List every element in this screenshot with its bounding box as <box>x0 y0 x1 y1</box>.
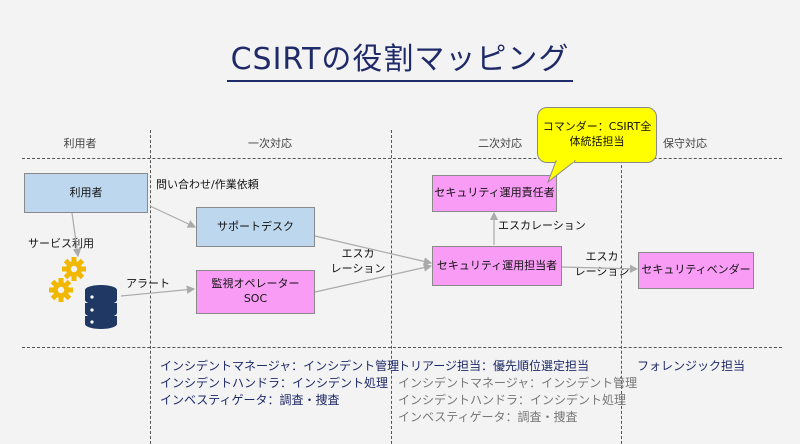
security-vendor-box: セキュリティベンダー <box>638 252 754 289</box>
column-divider-2 <box>391 130 392 444</box>
commander-callout: コマンダー：CSIRT全体統括担当 <box>537 107 657 163</box>
arrow-service-use <box>71 212 82 258</box>
security-vendor-label: セキュリティベンダー <box>641 263 751 277</box>
security-staff-box: セキュリティ運用担当者 <box>432 246 562 286</box>
gear-icon <box>49 257 86 302</box>
second-response-roles: トリアージ担当：優先順位選定担当 インシデントマネージャ：インシデント管理 イン… <box>398 358 637 426</box>
escalation-label-1-line1: エスカ <box>341 247 375 260</box>
user-box: 利用者 <box>24 173 148 213</box>
column-divider-3 <box>621 130 622 444</box>
column-header-maintenance: 保守対応 <box>663 137 707 150</box>
commander-callout-line1: コマンダー：CSIRT全 <box>542 120 652 134</box>
escalation-label-1-line2: レーション <box>330 261 386 275</box>
column-header-second: 二次対応 <box>478 137 522 150</box>
column-header-users: 利用者 <box>63 137 97 150</box>
header-divider <box>22 158 782 159</box>
commander-callout-line2: 体統括担当 <box>569 135 625 148</box>
role-investigator: インベスティゲータ：調査・捜査 <box>160 393 340 407</box>
support-desk-label: サポートデスク <box>217 219 294 233</box>
role-triage: トリアージ担当：優先順位選定担当 <box>398 359 590 373</box>
security-manager-box: セキュリティ運用責任者 <box>432 175 557 212</box>
column-header-first: 一次対応 <box>248 137 292 150</box>
roles-divider <box>22 347 782 348</box>
inquiry-label: 問い合わせ/作業依頼 <box>156 178 259 191</box>
alert-label: アラート <box>126 277 170 290</box>
security-manager-label: セキュリティ運用責任者 <box>434 186 555 200</box>
escalation-label-2-line1: エスカ <box>585 250 619 263</box>
support-desk-box: サポートデスク <box>196 207 315 247</box>
arrow-staff-to-vendor <box>561 264 639 274</box>
role-incident-handler: インシデントハンドラ：インシデント処理 <box>160 376 389 390</box>
soc-label: SOC <box>243 292 268 305</box>
arrow-desk-to-staff <box>314 235 433 266</box>
column-divider-1 <box>150 130 151 444</box>
escalation-label-1: エスカ レーション <box>328 247 388 277</box>
role-incident-manager: インシデントマネージャ：インシデント管理 <box>160 359 400 373</box>
escalation-up-label: エスカレーション <box>498 219 586 232</box>
role-investigator-secondary: インベスティゲータ：調査・捜査 <box>398 410 578 424</box>
user-box-label: 利用者 <box>69 185 103 199</box>
service-use-label: サービス利用 <box>28 237 94 250</box>
role-incident-handler-secondary: インシデントハンドラ：インシデント処理 <box>398 393 627 407</box>
role-forensics: フォレンジック担当 <box>637 359 746 373</box>
maintenance-roles: フォレンジック担当 <box>637 358 745 375</box>
first-response-roles: インシデントマネージャ：インシデント管理 インシデントハンドラ：インシデント処理… <box>160 358 399 409</box>
page-title-text: CSIRTの役割マッピング <box>226 42 574 82</box>
page-title: CSIRTの役割マッピング <box>0 34 800 82</box>
arrow-alert <box>120 285 196 297</box>
role-incident-manager-secondary: インシデントマネージャ：インシデント管理 <box>398 376 638 390</box>
arrow-user-to-desk <box>149 205 197 228</box>
database-icon <box>85 285 117 329</box>
security-staff-label: セキュリティ運用担当者 <box>436 258 558 272</box>
arrow-soc-to-staff <box>314 263 433 293</box>
monitor-operator-label: 監視オペレーター <box>211 277 300 291</box>
